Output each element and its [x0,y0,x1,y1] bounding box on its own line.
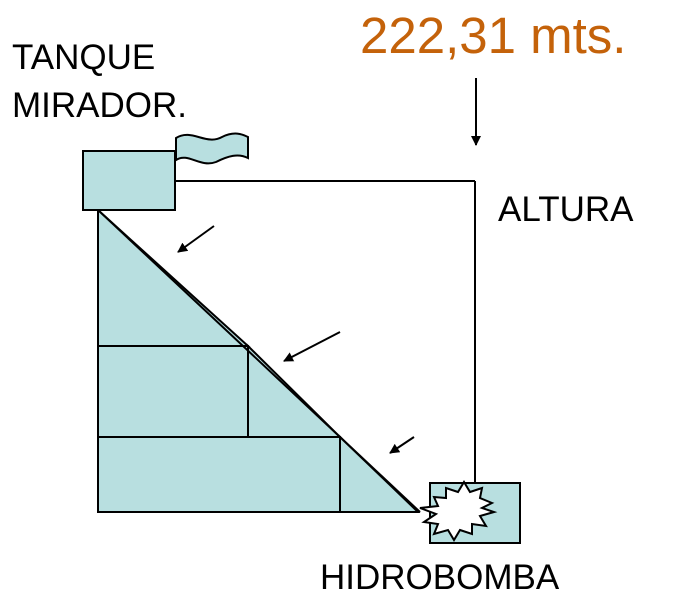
slope-arrow-bottom [389,436,415,454]
pump-label: HIDROBOMBA [320,558,560,597]
middle-fill-block-left [97,345,249,438]
height-value-label: 222,31 mts. [360,7,627,64]
slope-line [97,209,421,513]
slope-arrow-top [177,225,215,253]
tank-label-line-1: TANQUE [12,38,156,77]
slope-arrow-middle [283,331,341,362]
flag-icon [175,132,249,165]
bottom-fill-block-left [97,436,341,513]
starburst-pump-icon [419,480,498,542]
altura-label: ALTURA [498,190,634,229]
tank-box [82,150,176,211]
tank-label-line-2: MIRADOR. [12,86,187,125]
